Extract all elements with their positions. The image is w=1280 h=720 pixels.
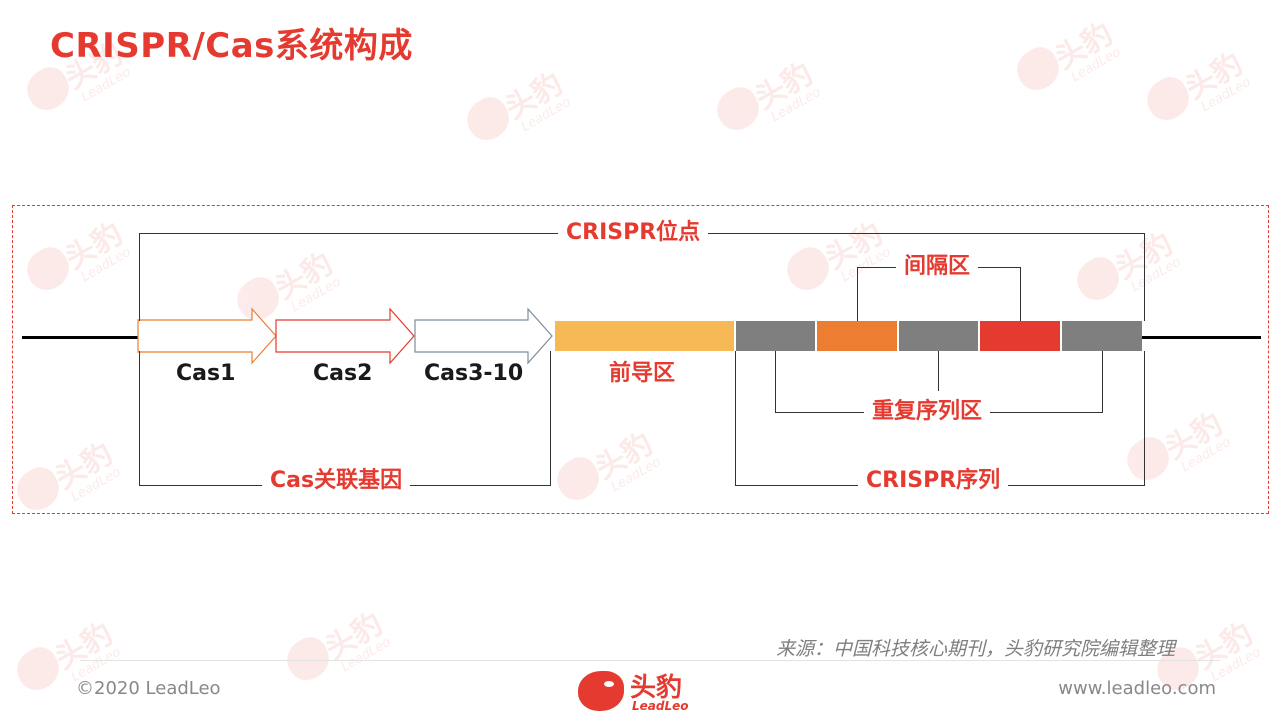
- cas-genes-bracket-left: [139, 351, 140, 485]
- source-note: 来源：中国科技核心期刊，头豹研究院编辑整理: [776, 638, 1176, 660]
- crispr-array-bracket-right: [1144, 351, 1145, 485]
- cas1-label: Cas1: [176, 361, 236, 386]
- repeat-block: [736, 321, 815, 351]
- repeat-label: 重复序列区: [864, 398, 991, 426]
- locus-bracket-left: [139, 233, 140, 321]
- locus-bracket-right: [1144, 233, 1145, 321]
- cas1-arrow: [137, 307, 277, 365]
- crispr-array-label: CRISPR序列: [858, 467, 1009, 495]
- leader-region-block: [555, 321, 734, 351]
- repeat-bracket-left: [775, 351, 776, 412]
- copyright: ©2020 LeadLeo: [76, 678, 221, 699]
- footer-divider: [80, 660, 1220, 661]
- cas-genes-bracket-right: [550, 351, 551, 485]
- spacer-label: 间隔区: [896, 253, 979, 281]
- dna-strand-left: [22, 336, 139, 339]
- spacer-bracket-left: [857, 267, 858, 321]
- dna-strand-right: [1141, 336, 1261, 339]
- cas2-arrow: [275, 307, 415, 365]
- cas2-label: Cas2: [313, 361, 373, 386]
- spacer-block: [817, 321, 897, 351]
- repeat-bracket-right: [1102, 351, 1103, 412]
- cas3-10-arrow: [414, 307, 553, 365]
- spacer-bracket-right: [1020, 267, 1021, 321]
- repeat-bracket-middle: [938, 351, 939, 391]
- diagram-frame: [12, 205, 1269, 514]
- repeat-block: [1062, 321, 1142, 351]
- cas-gene-arrows: [137, 307, 553, 365]
- cas3-10-label: Cas3-10: [424, 361, 524, 386]
- leader-label: 前导区: [609, 361, 676, 386]
- repeat-block: [899, 321, 978, 351]
- crispr-locus-label: CRISPR位点: [558, 219, 709, 247]
- crispr-array-bracket-left: [735, 351, 736, 485]
- page-title: CRISPR/Cas系统构成: [50, 26, 413, 66]
- cas-genes-label: Cas关联基因: [262, 467, 411, 495]
- leopard-head-icon: [578, 671, 624, 711]
- website-link[interactable]: www.leadleo.com: [1058, 678, 1216, 699]
- spacer-block: [980, 321, 1060, 351]
- leadleo-logo: 头豹 LeadLeo: [578, 665, 708, 717]
